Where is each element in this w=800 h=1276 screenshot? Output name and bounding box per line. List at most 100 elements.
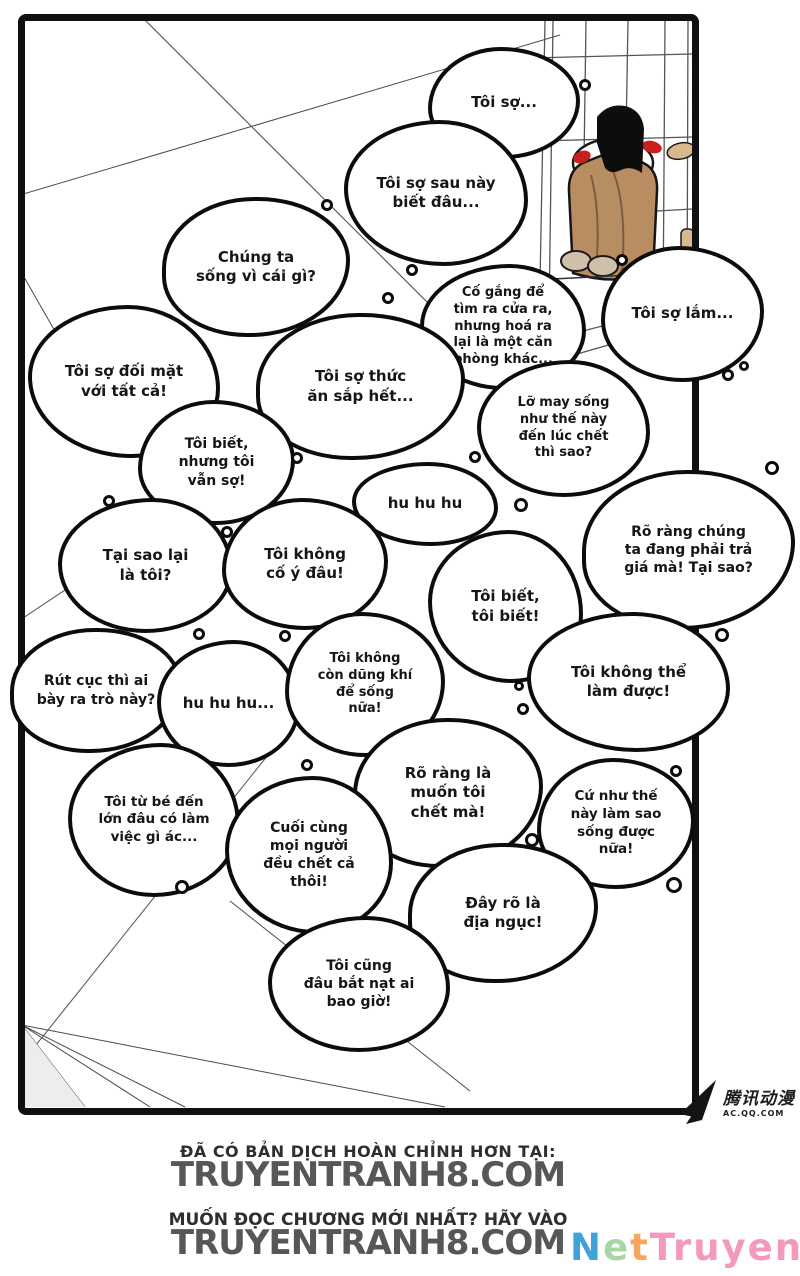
speech-bubble: Tôi sợ lắm... <box>601 246 764 382</box>
speech-bubble-text: Tôi sợ lắm... <box>605 304 760 324</box>
speech-bubble-line: Lỡ may sống <box>517 394 610 410</box>
speech-bubble-line: bao giờ! <box>326 994 392 1011</box>
speech-bubble-line: bày ra trò này? <box>36 691 156 708</box>
speech-bubble-line: lại là một căn <box>453 335 553 351</box>
speech-bubble: hu hu hu <box>352 462 498 546</box>
character-hair <box>597 105 644 173</box>
thought-dot <box>715 628 729 642</box>
tencent-logo-subtitle: AC.QQ.COM <box>723 1108 785 1118</box>
thought-dot <box>321 199 333 211</box>
speech-bubble-line: nhưng tôi <box>178 454 255 471</box>
thought-dot <box>525 833 539 847</box>
thought-dot <box>666 877 682 893</box>
speech-bubble-line: ta đang phải trả <box>624 541 753 558</box>
speech-bubble-line: tìm ra cửa ra, <box>453 301 553 317</box>
speech-bubble-line: địa ngục! <box>463 913 543 931</box>
tencent-logo-title: 腾讯动漫 <box>723 1088 795 1109</box>
thought-dot <box>175 880 189 894</box>
blood-stain-right <box>642 140 662 154</box>
nettruyen-letter: e <box>602 1226 631 1269</box>
speech-bubble-line: Tôi sợ sau này <box>376 173 496 192</box>
nettruyen-letter: y <box>721 1226 748 1269</box>
thought-dot <box>722 369 734 381</box>
speech-bubble-text: Tôi biết,tôi biết! <box>432 587 579 626</box>
speech-bubble-line: lớn đâu có làm <box>98 811 210 828</box>
thought-dot <box>382 292 394 304</box>
speech-bubble-line: là tôi? <box>119 565 172 584</box>
speech-bubble-line: Rõ ràng là <box>404 763 492 782</box>
speech-bubble-line: đến lúc chết <box>518 428 609 444</box>
thought-dot <box>517 703 529 715</box>
speech-bubble-text: Tôi sợ... <box>432 93 576 113</box>
speech-bubble-line: này làm sao <box>570 805 662 822</box>
watermark-site-2: TRUYENTRANH8.COM <box>170 1223 566 1263</box>
speech-bubble-line: Đây rõ là <box>465 893 541 912</box>
speech-bubble-line: Cố gắng để <box>461 284 545 300</box>
paper-plane-icon <box>680 1080 716 1124</box>
speech-bubble-line: sống được <box>577 823 655 840</box>
speech-bubble-line: tôi biết! <box>471 606 540 625</box>
speech-bubble-line: để sống <box>336 684 394 700</box>
speech-bubble-line: mọi người <box>269 837 349 854</box>
watermark-line-2: MUỐN ĐỌC CHƯƠNG MỚI NHẤT? HÃY VÀO <box>168 1210 568 1230</box>
speech-bubble-line: Tôi sợ... <box>471 93 537 112</box>
speech-bubble-line: Tôi không <box>329 650 401 666</box>
speech-bubble-line: Tôi biết, <box>184 436 249 453</box>
thought-dot <box>514 681 524 691</box>
crouching-character <box>552 105 692 281</box>
speech-bubble-line: như thế này <box>519 411 608 427</box>
speech-bubble-line: hu hu hu <box>387 494 463 513</box>
speech-bubble-line: còn dũng khí <box>317 667 413 683</box>
thought-dot <box>469 451 481 463</box>
speech-bubble-line: Tôi sợ thức <box>314 367 407 385</box>
thought-dot <box>579 79 591 91</box>
nettruyen-logo: NetTruyen <box>570 1226 800 1269</box>
speech-bubble-line: hu hu hu... <box>182 693 275 712</box>
speech-bubble-line: sống vì cái gì? <box>196 267 316 285</box>
speech-bubble-line: Cuối cùng <box>270 819 348 836</box>
speech-bubble-line: thôi! <box>290 874 328 891</box>
speech-bubble-line: Tôi không thể <box>570 662 687 681</box>
speech-bubble-line: ăn sắp hết... <box>307 386 414 405</box>
thought-dot <box>103 495 115 507</box>
speech-bubble-line: Tôi không <box>264 544 346 563</box>
speech-bubble-line: Rút cục thì ai <box>43 673 149 690</box>
thought-dot <box>279 630 291 642</box>
speech-bubble-line: đều chết cả <box>263 856 355 872</box>
nettruyen-letter: r <box>672 1226 694 1269</box>
thought-dot <box>616 254 628 266</box>
speech-bubble-text: hu hu hu... <box>161 694 296 714</box>
speech-bubble-line: nữa! <box>598 841 634 858</box>
speech-bubble-line: Tôi sợ đối mặt <box>64 362 184 380</box>
speech-bubble-line: Tôi sợ lắm... <box>631 304 734 323</box>
speech-bubble-line: Rõ ràng chúng <box>631 523 746 540</box>
speech-bubble-line: nữa! <box>348 701 382 717</box>
speech-bubble-line: Cứ như thế <box>574 788 658 805</box>
nettruyen-letter: t <box>630 1226 650 1269</box>
speech-bubble-line: Chúng ta <box>217 247 295 266</box>
